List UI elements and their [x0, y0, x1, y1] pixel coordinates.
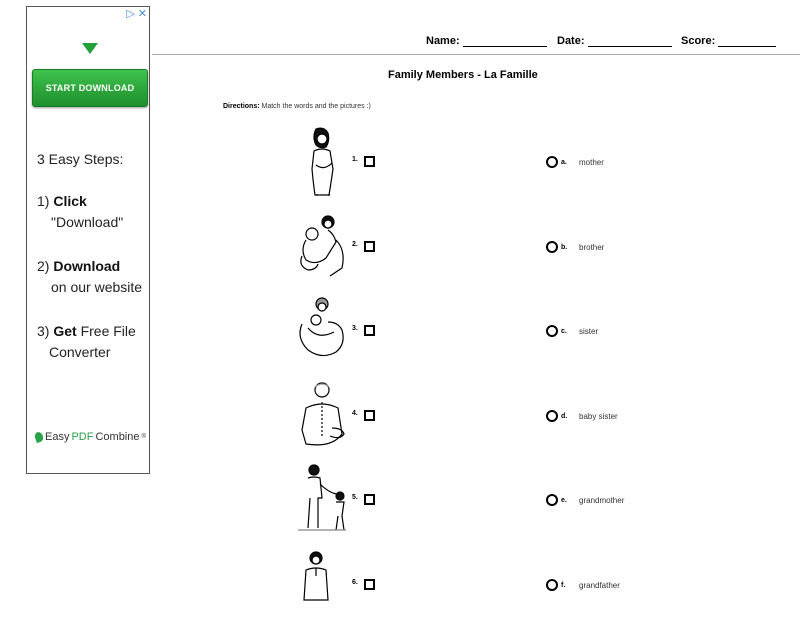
directions-text: Match the words and the pictures :) [261, 103, 371, 110]
date-label: Date: [557, 35, 585, 47]
answer-c-word: sister [579, 327, 599, 336]
answer-d-circle[interactable] [546, 410, 558, 422]
ad-step-2-action: Download [53, 258, 121, 274]
ad-panel: ▷ ✕ START DOWNLOAD 3 Easy Steps: 1) Clic… [26, 6, 150, 474]
ad-heading: 3 Easy Steps: [37, 151, 124, 167]
down-arrow-icon [82, 43, 98, 54]
start-download-button[interactable]: START DOWNLOAD [32, 69, 148, 107]
name-blank [462, 35, 547, 47]
ad-step-3-action: Get [53, 323, 77, 339]
item-1-number: 1. [352, 156, 358, 163]
answer-a-word: mother [579, 158, 604, 167]
woman-icon [311, 127, 334, 196]
header-divider [152, 54, 800, 55]
ad-step-2-number: 2) [37, 258, 50, 274]
ad-step-3-detail-2: Converter [49, 344, 111, 360]
ad-step-1-number: 1) [37, 193, 50, 209]
score-label: Score: [681, 35, 716, 47]
item-2-number: 2. [352, 241, 358, 248]
item-1-answer-box[interactable] [364, 156, 375, 167]
ad-step-1: 1) Click "Download" [37, 191, 123, 233]
answer-a-circle[interactable] [546, 156, 558, 168]
directions-label: Directions: [223, 103, 260, 110]
ad-info-icon[interactable]: ▷ [126, 8, 135, 20]
item-6-answer-box[interactable] [364, 579, 375, 590]
ad-step-1-action: Click [53, 193, 87, 209]
date-field: Date: [557, 35, 672, 47]
answer-b-word: brother [579, 243, 605, 252]
answer-e-word: grandmother [579, 496, 625, 505]
date-blank [587, 35, 672, 47]
item-3-answer-box[interactable] [364, 325, 375, 336]
answer-e-letter: e. [561, 497, 567, 504]
score-field: Score: [681, 35, 777, 47]
answer-b-circle[interactable] [546, 241, 558, 253]
grandmother-holding-baby-icon [299, 297, 344, 357]
directions: Directions: Match the words and the pict… [223, 103, 371, 110]
answer-f-letter: f. [561, 582, 566, 589]
ad-choices[interactable]: ▷ ✕ [126, 8, 147, 20]
answer-f-word: grandfather [579, 581, 620, 590]
answer-b-letter: b. [561, 244, 568, 251]
item-2-answer-box[interactable] [364, 241, 375, 252]
ad-step-3-detail: Free File [80, 323, 136, 339]
answer-d-word: baby sister [579, 412, 618, 421]
answer-c-letter: c. [561, 328, 567, 335]
item-5-answer-box[interactable] [364, 494, 375, 505]
ad-step-3: 3) Get Free File Converter [37, 321, 136, 363]
answer-a-letter: a. [561, 159, 567, 166]
item-6-number: 6. [352, 579, 358, 586]
item-5-number: 5. [352, 494, 358, 501]
answer-e-circle[interactable] [546, 494, 558, 506]
item-4-number: 4. [352, 410, 358, 417]
ad-close-icon[interactable]: ✕ [137, 8, 147, 20]
answer-f-circle[interactable] [546, 579, 558, 591]
grandfather-icon [301, 382, 345, 446]
answer-d-letter: d. [561, 413, 568, 420]
leaf-icon [33, 430, 45, 444]
father-holding-baby-icon [300, 215, 344, 277]
man-and-child-icon [298, 464, 346, 531]
score-blank [718, 35, 777, 47]
item-4-answer-box[interactable] [364, 410, 375, 421]
ad-step-1-detail: "Download" [51, 214, 124, 230]
name-label: Name: [426, 35, 460, 47]
ad-step-2-detail: on our website [51, 279, 143, 295]
ad-step-3-number: 3) [37, 323, 50, 339]
worksheet-title: Family Members - La Famille [388, 69, 538, 81]
ad-step-2: 2) Download on our website [37, 256, 142, 298]
boy-icon [303, 551, 329, 601]
answer-c-circle[interactable] [546, 325, 558, 337]
item-3-number: 3. [352, 325, 358, 332]
name-field: Name: [426, 35, 547, 47]
